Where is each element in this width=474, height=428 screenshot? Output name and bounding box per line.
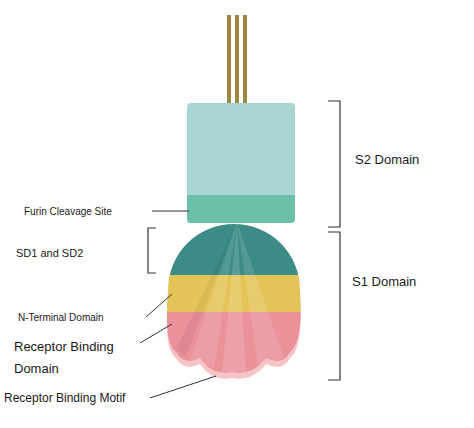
- transmembrane-stalk: [229, 15, 245, 104]
- s2-block: [187, 103, 295, 223]
- furin-band: [187, 195, 295, 223]
- domain-label: Receptor Binding Domain: [14, 336, 138, 380]
- site-label: Furin Cleavage Site: [24, 205, 150, 218]
- leader-line: [140, 211, 216, 398]
- subdomain-label: SD1 and SD2: [16, 246, 144, 260]
- s1-ball: [160, 215, 310, 382]
- domain-label: S1 Domain: [352, 274, 467, 290]
- bracket: [148, 101, 340, 380]
- motif-label: Receptor Binding Motif: [4, 390, 150, 406]
- domain-label: N-Terminal Domain: [18, 311, 146, 324]
- domain-label: S2 Domain: [355, 152, 465, 168]
